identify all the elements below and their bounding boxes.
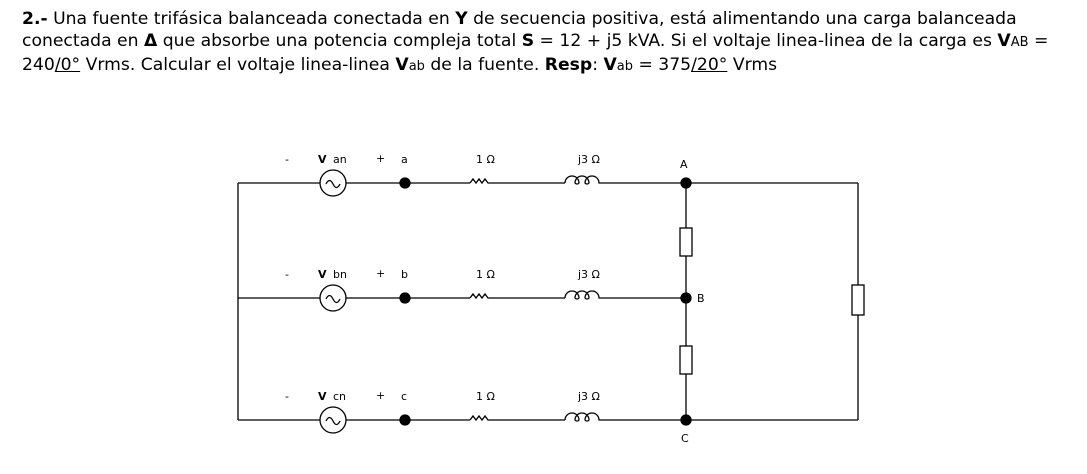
problem-statement: 2.- Una fuente trifásica balanceada cone… [22, 8, 1072, 78]
reactance-label: j3 Ω [577, 268, 600, 281]
text: Vrms [727, 55, 778, 75]
resistance-label: 1 Ω [476, 268, 495, 281]
source-label: V [318, 153, 327, 166]
text: : [592, 55, 604, 75]
subscript: AB [1010, 35, 1029, 50]
text: = 375 [632, 55, 692, 75]
node-dot [399, 414, 411, 426]
node-label: c [401, 390, 407, 403]
resistor-icon [469, 177, 520, 185]
node-dot [680, 292, 692, 304]
resistor-icon [469, 414, 520, 422]
node-label: a [401, 153, 408, 166]
node-label: b [401, 268, 408, 281]
load-resistor-ca [851, 284, 865, 316]
minus-sign: - [285, 153, 289, 166]
node-dot [399, 292, 411, 304]
delta-symbol: Δ [144, 31, 158, 51]
text: Una fuente trifásica balanceada conectad… [47, 9, 456, 29]
sine-icon [325, 179, 341, 189]
vab-load-symbol: V [997, 31, 1011, 51]
minus-sign: - [285, 390, 289, 403]
answer-symbol: V [603, 55, 617, 75]
y-symbol: Y [455, 9, 468, 29]
resistance-label: 1 Ω [476, 390, 495, 403]
text: de secuencia positiva, está alimentando … [22, 9, 1017, 51]
minus-sign: - [285, 268, 289, 281]
problem-number: 2.- [22, 9, 48, 29]
subscript: ab [616, 59, 633, 74]
angle: /20° [691, 55, 728, 75]
node-dot [399, 177, 411, 189]
node-dot [680, 414, 692, 426]
plus-sign: + [376, 267, 385, 280]
load-resistor-ab [679, 227, 693, 257]
node-dot [680, 177, 692, 189]
reactance-label: j3 Ω [577, 390, 600, 403]
inductor-icon [564, 175, 620, 185]
text: = 240 [22, 31, 1049, 75]
resistor-icon [469, 292, 520, 300]
reactance-label: j3 Ω [577, 153, 600, 166]
text: que absorbe una potencia compleja total [157, 31, 522, 51]
sine-icon [325, 294, 341, 304]
text: Vrms. Calcular el voltaje linea-linea [80, 55, 396, 75]
s-symbol: S [521, 31, 535, 51]
load-node-label: B [697, 292, 705, 305]
text: = 12 + j5 kVA. Si el voltaje linea-linea… [534, 31, 998, 51]
inductor-icon [564, 290, 620, 300]
resp-label: Resp [544, 55, 593, 75]
source-subscript: bn [333, 268, 347, 281]
source-label: V [318, 268, 327, 281]
text: de la fuente. [424, 55, 545, 75]
source-label: V [318, 390, 327, 403]
source-subscript: cn [333, 390, 346, 403]
resistance-label: 1 Ω [476, 153, 495, 166]
load-resistor-bc [679, 345, 693, 375]
load-node-label: C [681, 432, 689, 445]
angle: /0° [54, 55, 81, 75]
source-subscript: an [333, 153, 347, 166]
sine-icon [325, 416, 341, 426]
subscript: ab [408, 59, 425, 74]
vab-source-symbol: V [395, 55, 409, 75]
inductor-icon [564, 412, 620, 422]
load-node-label: A [680, 158, 688, 171]
plus-sign: + [376, 152, 385, 165]
plus-sign: + [376, 389, 385, 402]
